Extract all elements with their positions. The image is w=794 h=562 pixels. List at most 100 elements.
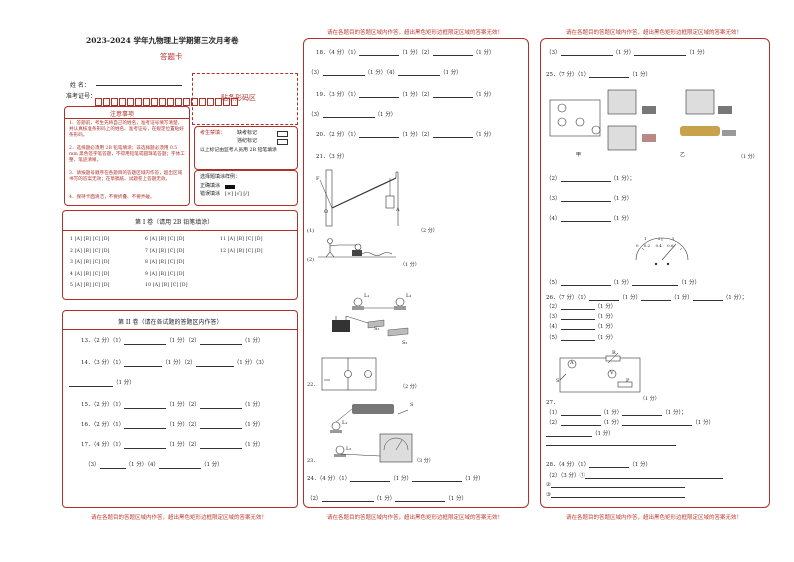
q24-blank-1[interactable] [350, 475, 391, 482]
q19-row: 19．（3 分）（1）（1 分）（2）（1 分） [316, 91, 495, 98]
q18-blank-2[interactable] [432, 49, 473, 56]
q14-blank-2[interactable] [195, 360, 234, 367]
choice-row[interactable]: 12 [A] [B] [C] [D] [220, 248, 263, 254]
q26-label-V: V [610, 370, 614, 376]
q25-blank-2[interactable] [560, 175, 611, 182]
q15-blank-2[interactable] [199, 402, 242, 409]
status-box: 考生禁填： 缺考标记 违纪标记 以上标记由监考人员用 2B 铅笔填涂 [194, 126, 298, 170]
choice-row[interactable]: 4 [A] [B] [C] [D] [70, 271, 110, 277]
q28-blank-2[interactable] [585, 472, 723, 479]
q23-label-L2: L₂ [346, 446, 352, 452]
right-top-notice: 请在各题目的答题区域内作答，超出黑色矩形边框限定区域的答案无效！ [565, 30, 742, 36]
q18-blank-4[interactable] [398, 69, 440, 76]
q26-blank-2[interactable] [641, 294, 671, 301]
q25-blank-6[interactable] [632, 279, 679, 286]
q26-blank-5[interactable] [560, 313, 595, 320]
q26-blank-4[interactable] [560, 303, 595, 310]
fill-example-title: 选择题填涂样例： [200, 174, 241, 180]
part2-title: 第 II 卷（请在各试题的答题区内作答） [118, 319, 223, 326]
q14-blank-1[interactable] [124, 360, 163, 367]
choice-row[interactable]: 11 [A] [B] [C] [D] [220, 237, 263, 242]
q19-blank-3[interactable] [322, 111, 375, 118]
notice-box: 注意事项 1．答题前，考生先将自己的姓名，准考证号填写清楚，并认真核准条形码上的… [64, 106, 190, 206]
q24-blank-3[interactable] [321, 495, 374, 502]
q27-row-4 [546, 439, 676, 446]
q27-blank-3[interactable] [560, 419, 601, 426]
q14-blank-3[interactable] [69, 380, 113, 387]
q24-blank-5[interactable] [560, 49, 613, 56]
q13-blank-2[interactable] [199, 338, 242, 345]
q27-blank-5[interactable] [546, 430, 592, 437]
choice-row[interactable]: 5 [A] [B] [C] [D] [70, 283, 110, 288]
choice-row[interactable]: 2 [A] [B] [C] [D] [70, 248, 110, 254]
q25-blank-5[interactable] [560, 279, 611, 286]
notice-title: 注意事项 [110, 111, 135, 118]
choice-row[interactable]: 7 [A] [B] [C] [D] [145, 248, 185, 254]
q17b-row: （3）（1 分）（4）（1 分） [85, 462, 223, 469]
q23-label-S: S [410, 402, 414, 408]
mid-top-notice: 请在各题目的答题区域内作答，超出黑色矩形边框限定区域的答案无效！ [326, 30, 503, 36]
q20-blank-1[interactable] [359, 131, 400, 138]
q16-blank-2[interactable] [199, 422, 242, 429]
q17-blank-2[interactable] [199, 442, 242, 449]
q28-blank-3[interactable] [550, 481, 685, 488]
id-field[interactable] [94, 91, 238, 110]
tick-label: 2 [657, 236, 661, 241]
q19-blank-1[interactable] [359, 91, 400, 98]
q26-blank-1[interactable] [589, 294, 620, 301]
choice-row[interactable]: 6 [A] [B] [C] [D] [145, 237, 185, 242]
q13-blank-1[interactable] [124, 338, 167, 345]
q27-blank-4[interactable] [622, 419, 693, 426]
q26-row-4: （4）（1 分） [546, 323, 617, 330]
q18-blank-3[interactable] [322, 69, 365, 76]
choice-row[interactable]: 9 [A] [B] [C] [D] [145, 271, 185, 277]
choice-row[interactable]: 3 [A] [B] [C] [D] [70, 260, 110, 265]
choice-col-1: 1 [A] [B] [C] [D] 2 [A] [B] [C] [D] 3 [A… [70, 237, 110, 295]
q26-row: 26．（7 分）（1）（1 分）（1 分）（1 分）； [546, 294, 748, 301]
q25-fig-a-label: 甲 [576, 152, 582, 158]
q23-circuit-figure [330, 404, 413, 463]
q27-row-2: （2）（1 分）（1 分） [546, 419, 714, 426]
tick-label: 3 [671, 236, 675, 241]
q27-label: 27． [546, 400, 559, 406]
q19-blank-2[interactable] [432, 91, 473, 98]
choice-row[interactable]: 10 [A] [B] [C] [D] [145, 283, 188, 288]
q28-blank-1[interactable] [589, 461, 630, 468]
q17-row: 17．（4 分）（1）（1 分）（2）（1 分） [81, 442, 264, 449]
q17-blank-4[interactable] [159, 462, 201, 469]
ammeter-dial [635, 237, 689, 266]
q27-row-3: （1 分） [546, 429, 614, 437]
cheating-checkbox[interactable] [277, 139, 288, 145]
name-field[interactable] [96, 85, 182, 86]
q28-row-3: ② [546, 481, 685, 488]
q16-blank-1[interactable] [124, 422, 167, 429]
q24-blank-4[interactable] [395, 495, 446, 502]
q24-blank-2[interactable] [412, 475, 462, 482]
q26-fig-score: （1 分） [640, 396, 660, 402]
q20-row: 20．（2 分）（1）（1 分）（2）（1 分） [316, 131, 495, 138]
q26-blank-3[interactable] [692, 294, 723, 301]
lever-label-O: O [324, 209, 329, 215]
q17-blank-1[interactable] [124, 442, 167, 449]
q18-blank-1[interactable] [359, 49, 400, 56]
q22-circuit-figure [332, 297, 409, 337]
q27-blank-6[interactable] [546, 439, 676, 446]
part1-box: 第 I 卷（请用 2B 铅笔填涂） 1 [A] [B] [C] [D] 2 [A… [62, 210, 298, 300]
q15-blank-1[interactable] [124, 402, 167, 409]
q24-blank-6[interactable] [634, 49, 687, 56]
q26-blank-7[interactable] [560, 334, 595, 341]
q25-blank-4[interactable] [560, 215, 611, 222]
choice-row[interactable]: 8 [A] [B] [C] [D] [145, 260, 185, 265]
q16-row: 16．（2 分）（1）（1 分）（2）（1 分） [81, 422, 264, 429]
q25-blank-3[interactable] [560, 195, 611, 202]
missing-checkbox[interactable] [277, 131, 288, 137]
q26-blank-6[interactable] [560, 323, 595, 330]
q27-blank-1[interactable] [560, 409, 601, 416]
tick-label: 0.4 [655, 243, 662, 248]
q25-blank-1[interactable] [589, 71, 630, 78]
q17-blank-3[interactable] [99, 462, 126, 469]
q27-blank-2[interactable] [622, 409, 663, 416]
q20-blank-2[interactable] [432, 131, 473, 138]
choice-row[interactable]: 1 [A] [B] [C] [D] [70, 237, 110, 242]
q28-blank-4[interactable] [550, 491, 685, 498]
